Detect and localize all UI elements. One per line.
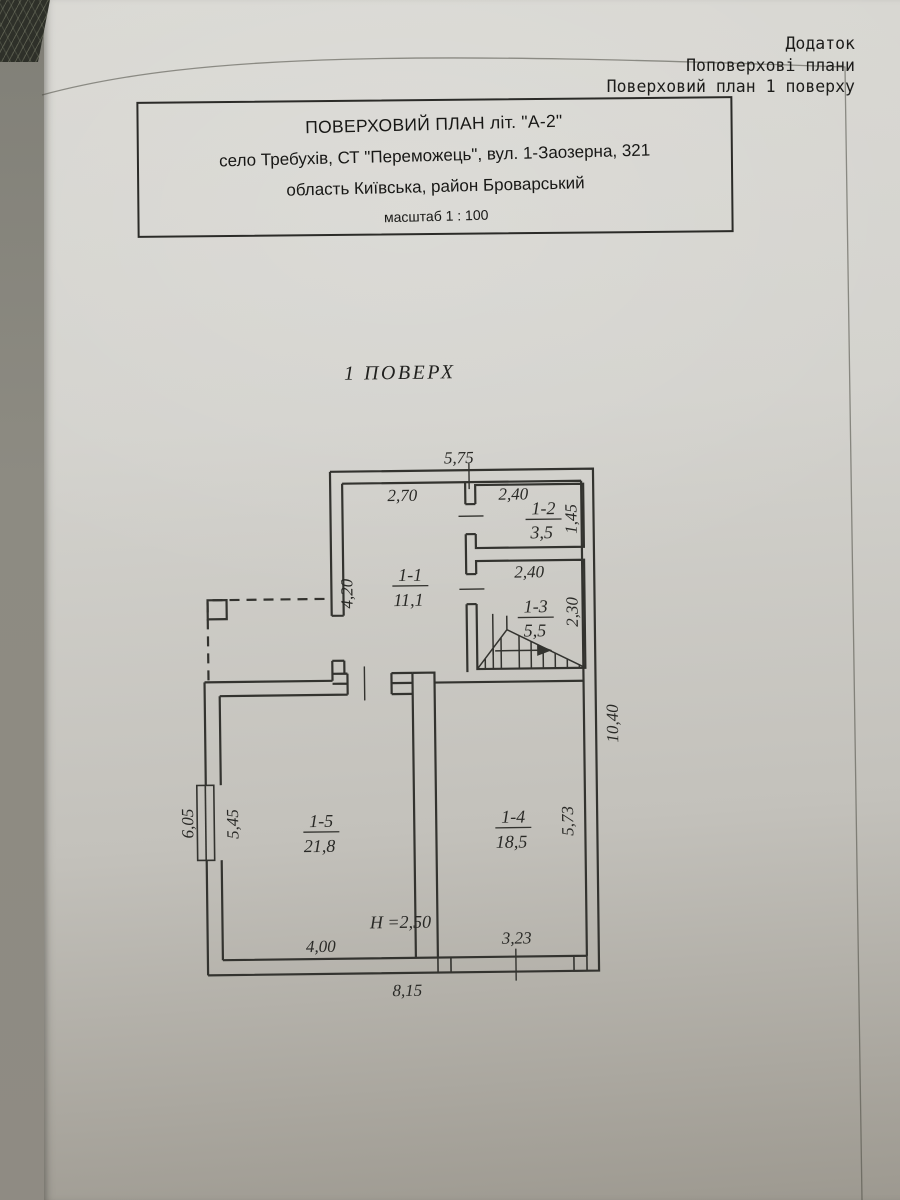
window-left <box>195 784 216 862</box>
dim-r11-height: 4,20 <box>337 578 356 608</box>
room12-area: 3,5 <box>529 522 553 542</box>
room11-id: 1-1 <box>398 565 422 585</box>
dim-r12-height: 1,45 <box>561 504 580 534</box>
corner-line-1: Додаток <box>785 34 855 53</box>
exterior-wall-outline <box>208 467 601 977</box>
room-label-underlines <box>303 518 562 833</box>
exterior-left-wall <box>203 682 210 976</box>
dim-r15-width: 4,00 <box>306 937 336 956</box>
dim-r14-width: 3,23 <box>501 928 532 947</box>
dim-r14-height: 5,73 <box>558 806 577 836</box>
room11-left-wall <box>328 471 346 681</box>
room13-walls <box>474 558 587 671</box>
dim-r13-width: 2,40 <box>514 562 544 581</box>
title-block-text: ПОВЕРХОВИЙ ПЛАН літ. "А-2" село Требухів… <box>138 107 733 232</box>
paper-sheet <box>44 0 900 1200</box>
floor-heading: 1 ПОВЕРХ <box>343 361 456 385</box>
dim-r13-height: 2,30 <box>563 596 582 626</box>
dim-right-height: 10,40 <box>603 704 622 743</box>
room12-id: 1-2 <box>531 498 555 518</box>
title-block-region: область Київська, район Броварський <box>286 173 585 200</box>
stair-arrow-head <box>537 644 553 656</box>
room14-id: 1-4 <box>501 806 525 826</box>
staircase <box>476 613 586 670</box>
room11-area: 11,1 <box>393 590 423 610</box>
porch-bottom-wall <box>204 679 333 684</box>
title-block-address: село Требухів, СТ "Переможець", вул. 1-З… <box>218 140 651 171</box>
room13-area: 5,5 <box>524 620 547 640</box>
room14-top-wall <box>434 679 584 684</box>
plan-geometry: 5,75 2,70 2,40 1-2 3,5 1,45 4,20 1-1 11,… <box>178 448 622 1000</box>
dim-r11-width: 2,70 <box>387 486 417 505</box>
title-block-heading: ПОВЕРХОВИЙ ПЛАН літ. "А-2" <box>304 110 563 138</box>
room11-right-wall <box>463 482 477 673</box>
room15-area: 21,8 <box>304 836 336 856</box>
window-bottom <box>437 954 588 974</box>
room15-room14-divider <box>411 671 440 958</box>
porch-dashed-outline <box>206 597 332 681</box>
stair-direction-arrow <box>495 649 540 652</box>
porch-pillar <box>206 598 228 621</box>
underlying-page-edge <box>41 57 863 1200</box>
room15-id: 1-5 <box>309 811 333 831</box>
interior-wall-faces <box>218 479 588 962</box>
room12-walls <box>474 482 586 550</box>
dim-r12-width: 2,40 <box>498 484 528 503</box>
dim-left-height: 6,05 <box>178 809 197 839</box>
ceiling-height-note: Н =2,50 <box>369 912 431 933</box>
room14-area: 18,5 <box>496 831 528 851</box>
corner-line-2: Поповерхові плани <box>686 55 855 75</box>
underlying-page-strip <box>0 0 46 1200</box>
room11-bottom-wall <box>219 671 413 698</box>
title-block: ПОВЕРХОВИЙ ПЛАН літ. "А-2" село Требухів… <box>136 96 734 238</box>
dimension-ticks <box>363 463 517 981</box>
dim-r15-height: 5,45 <box>223 809 242 839</box>
title-block-scale: масштаб 1 : 100 <box>383 206 489 226</box>
dim-bottom-width: 8,15 <box>392 981 422 1000</box>
corner-line-3: Поверховий план 1 поверху <box>606 77 855 96</box>
room13-id: 1-3 <box>524 596 548 616</box>
dim-top-width: 5,75 <box>444 448 474 467</box>
